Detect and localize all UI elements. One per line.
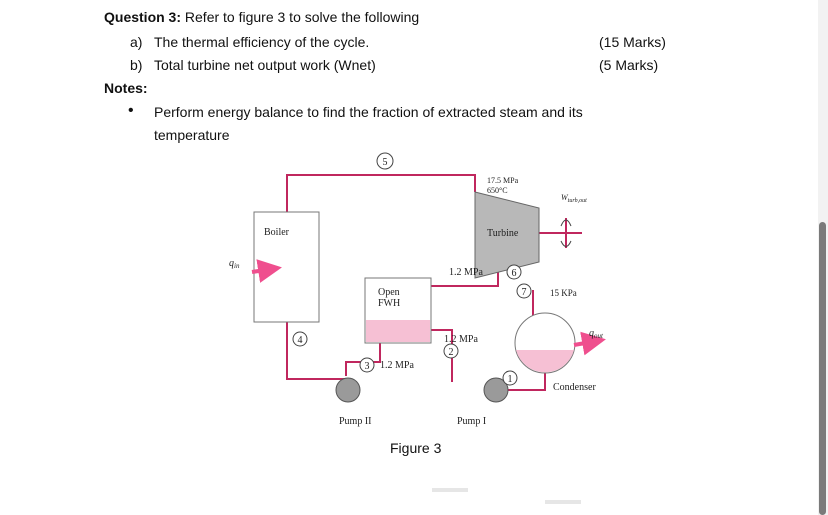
- bottom-faint-mark-2: [545, 500, 581, 504]
- shaft-rotation-icon-lower: [560, 240, 572, 247]
- state-1-marker: [502, 370, 518, 386]
- scrollbar-thumb[interactable]: [819, 222, 826, 515]
- item-b-letter: b): [130, 57, 143, 73]
- heat-out-label: qout: [589, 328, 604, 340]
- state-4-label: 4: [298, 335, 303, 346]
- heat-in-arrow: [251, 259, 282, 283]
- figure-caption: Figure 3: [390, 440, 442, 456]
- state-7-marker: [516, 283, 532, 299]
- state-3-label: 3: [365, 361, 370, 372]
- item-a-text: The thermal efficiency of the cycle.: [154, 34, 370, 50]
- state-6-label: 6: [512, 268, 517, 279]
- bottom-faint-mark: [432, 488, 468, 492]
- state-5-marker: [376, 152, 394, 170]
- state-1-label: 1: [508, 374, 513, 385]
- item-a-marks: (15 Marks): [599, 34, 666, 50]
- heat-in-label: qin: [229, 258, 240, 270]
- question-number: Question 3:: [104, 9, 182, 25]
- bullet-icon: •: [128, 102, 134, 119]
- shaft-rotation-icon: [560, 219, 572, 227]
- state-7-label: 7: [522, 287, 527, 298]
- notes-line-2: temperature: [154, 127, 230, 143]
- fwh-label-1: Open: [378, 287, 400, 298]
- inlet-temperature: 650°C: [487, 186, 508, 195]
- turbine-label: Turbine: [487, 228, 519, 239]
- condenser-liquid: [516, 350, 574, 373]
- state-5-label: 5: [383, 157, 388, 168]
- condenser-label: Condenser: [553, 382, 596, 393]
- turbine-work-label: Wturb,out: [561, 193, 587, 204]
- heat-out-arrow: [573, 331, 606, 356]
- pump-ii: [335, 377, 361, 403]
- state-6-marker: [506, 264, 522, 280]
- exhaust-pressure: 15 KPa: [550, 288, 577, 298]
- question-heading: Question 3: Refer to figure 3 to solve t…: [104, 9, 419, 25]
- state-3-marker: [359, 357, 375, 373]
- pump-ii-label: Pump II: [339, 416, 372, 427]
- item-b-text: Total turbine net output work (Wnet): [154, 57, 376, 73]
- fwh-liquid: [366, 320, 430, 342]
- state-2-label: 2: [449, 347, 454, 358]
- pump-i-outlet-pressure: 1.2 MPa: [444, 334, 478, 345]
- notes-line-1: Perform energy balance to find the fract…: [154, 104, 583, 120]
- vertical-scrollbar[interactable]: [818, 0, 828, 515]
- boiler-label: Boiler: [264, 227, 290, 238]
- fwh-label-2: FWH: [378, 298, 400, 309]
- pump-i-label: Pump I: [457, 416, 486, 427]
- item-a-letter: a): [130, 34, 143, 50]
- question-instruction: Refer to figure 3 to solve the following: [181, 9, 420, 25]
- state-4-marker: [292, 331, 308, 347]
- extraction-pressure: 1.2 MPa: [449, 267, 483, 278]
- notes-heading: Notes:: [104, 80, 148, 96]
- inlet-pressure: 17.5 MPa: [487, 176, 519, 185]
- item-b-marks: (5 Marks): [599, 57, 659, 73]
- fwh-outlet-pressure: 1.2 MPa: [380, 360, 414, 371]
- state-2-marker: [443, 343, 459, 359]
- turbine: [474, 191, 540, 279]
- pump-i: [483, 377, 509, 403]
